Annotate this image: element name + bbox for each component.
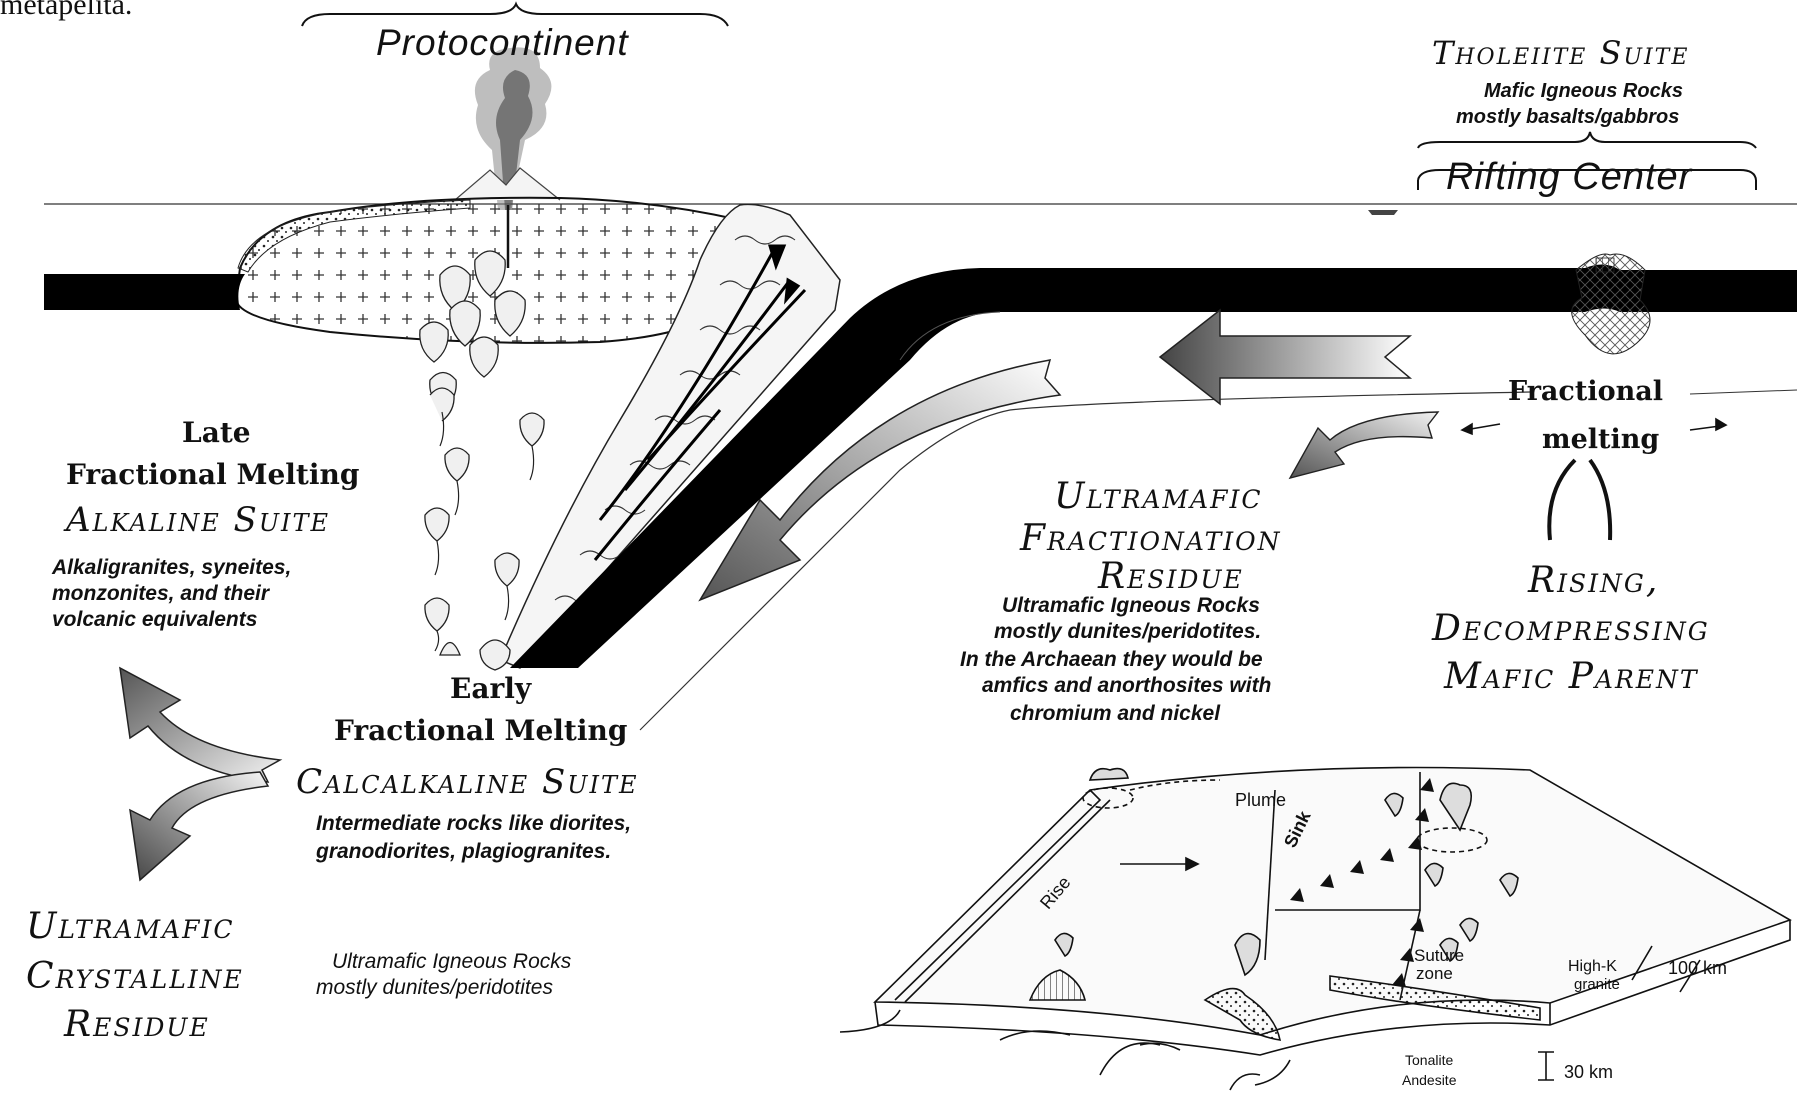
- inset-suture-label-1: Suture: [1414, 946, 1464, 966]
- alkaline-desc-1: Alkaligranites, syneites,: [52, 556, 291, 580]
- tholeiite-suite-title: Tholeiite Suite: [1432, 34, 1689, 72]
- calcalkaline-desc-2: granodiorites, plagiogranites.: [316, 840, 611, 864]
- arrow-up-left: [120, 668, 280, 782]
- inset-andesite-label: Andesite: [1402, 1072, 1456, 1088]
- ultramafic-frac-title-2: Fractionation: [1020, 518, 1282, 559]
- ultramafic-cryst-title-3: Residue: [64, 1004, 210, 1045]
- top-fragment-text: metapelita.: [0, 0, 132, 22]
- rising-melt-lines: [1549, 460, 1610, 540]
- arrow-left-upper: [1160, 310, 1410, 404]
- early-label: Early: [450, 672, 531, 705]
- ultramafic-frac-title-3: Residue: [1098, 556, 1244, 597]
- alkaline-suite-title: Alkaline Suite: [66, 500, 330, 540]
- oceanic-plate-left: [44, 274, 245, 310]
- rising-title-2: Decompressing: [1432, 608, 1710, 649]
- inset-tonalite-label: Tonalite: [1405, 1052, 1453, 1068]
- ultramafic-frac-desc-4: amfics and anorthosites with: [982, 674, 1271, 698]
- mid-ocean-ridge: [1572, 254, 1650, 354]
- ultramafic-frac-desc-1: Ultramafic Igneous Rocks: [1002, 594, 1260, 618]
- ultramafic-cryst-desc-1: Ultramafic Igneous Rocks: [332, 950, 571, 974]
- inset-highk-label-1: High-K: [1568, 958, 1617, 976]
- protocontinent-label: Protocontinent: [376, 22, 629, 64]
- rifting-center-label: Rifting Center: [1446, 156, 1692, 199]
- melting-label: melting: [1542, 424, 1659, 455]
- calcalkaline-suite-title: Calcalkaline Suite: [296, 762, 638, 802]
- tholeiite-desc-2: mostly basalts/gabbros: [1456, 106, 1679, 129]
- inset-highk-label-2: granite: [1574, 976, 1620, 993]
- calcalkaline-desc-1: Intermediate rocks like diorites,: [316, 812, 631, 836]
- ultramafic-cryst-desc-2: mostly dunites/peridotites: [316, 976, 553, 1000]
- ultramafic-frac-desc-2: mostly dunites/peridotites.: [994, 620, 1261, 644]
- inset-scale-30km: 30 km: [1564, 1062, 1613, 1083]
- rising-title-1: Rising,: [1528, 560, 1659, 601]
- alkaline-desc-2: monzonites, and their: [52, 582, 269, 606]
- early-fractional-melting: Fractional Melting: [334, 714, 627, 747]
- ultramafic-frac-desc-3: In the Archaean they would be: [960, 648, 1263, 672]
- mantle-line-right: [1690, 390, 1797, 394]
- ultramafic-cryst-title-2: Crystalline: [26, 956, 244, 997]
- ultramafic-frac-desc-5: chromium and nickel: [1010, 702, 1220, 726]
- late-fractional-melting: Fractional Melting: [66, 458, 359, 491]
- inset-scale-100km: 100 km: [1668, 958, 1727, 979]
- ultramafic-frac-title-1: Ultramafic: [1054, 476, 1262, 517]
- ultramafic-cryst-title-1: Ultramafic: [26, 906, 234, 947]
- droplet-trails: [435, 412, 534, 651]
- inset-suture-label-2: zone: [1416, 964, 1453, 984]
- ship-icon: [1368, 210, 1398, 215]
- tholeiite-desc-1: Mafic Igneous Rocks: [1484, 80, 1683, 103]
- fractional-label: Fractional: [1508, 376, 1663, 407]
- arrow-down-left: [130, 772, 268, 880]
- alkaline-desc-3: volcanic equivalents: [52, 608, 257, 632]
- late-label: Late: [182, 416, 251, 449]
- rising-title-3: Mafic Parent: [1444, 656, 1699, 697]
- tholeiite-brace: [1418, 132, 1756, 148]
- arrow-to-ultramafic-frac: [1290, 412, 1438, 478]
- inset-plume-label: Plume: [1235, 790, 1286, 811]
